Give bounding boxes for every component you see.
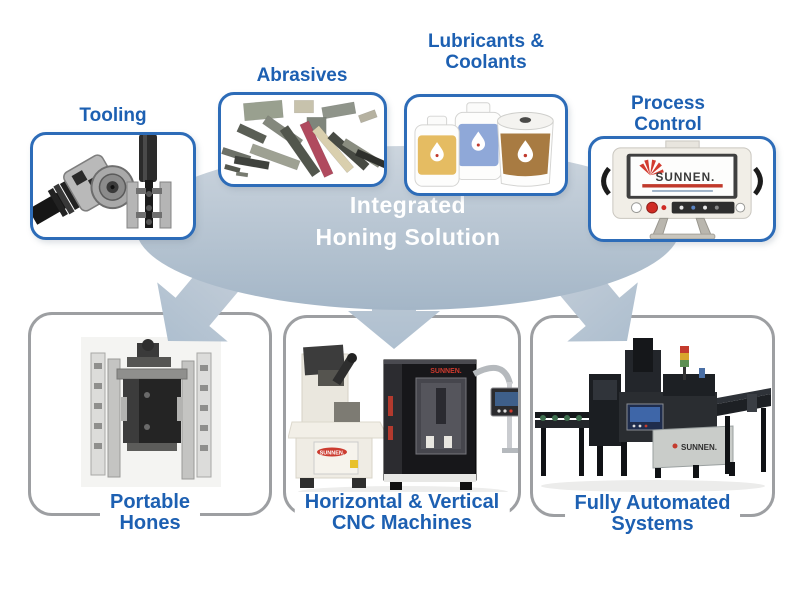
cnc-left-machine-logo: SUNNEN. (320, 451, 345, 457)
label-line: Coolants (445, 52, 527, 73)
label-line: Horizontal & Vertical (304, 491, 500, 513)
abrasives-box (218, 92, 387, 187)
fully-automated-box: SUNNEN. Fully Automated Systems (530, 315, 775, 535)
label-cnc-machines: Horizontal & Vertical CNC Machines (294, 491, 510, 534)
label-line: Process (631, 93, 705, 114)
label-line: Control (634, 114, 702, 135)
label-portable-hones: Portable Hones (99, 491, 201, 534)
cnc-right-machine-logo: SUNNEN. (430, 368, 462, 375)
label-line: Lubricants & (427, 31, 545, 52)
label-fully-automated: Fully Automated Systems (564, 492, 741, 535)
panel-screen-logo: SUNNEN. (656, 171, 716, 184)
portable-hones-image (81, 337, 221, 487)
cnc-machines-image: SUNNEN. SUNNEN. (288, 344, 518, 498)
label-line: Hones (119, 512, 181, 534)
process-control-image: SUNNEN. (601, 140, 763, 239)
portable-hones-box: Portable Hones (28, 312, 272, 534)
tooling-image (33, 135, 172, 229)
center-title-line2: Honing Solution (315, 224, 501, 250)
lubricants-coolants-image (414, 102, 554, 187)
label-abrasives: Abrasives (222, 65, 382, 86)
tooling-box (30, 132, 196, 240)
label-lubricants-coolants: Lubricants & Coolants (406, 31, 566, 73)
label-line: CNC Machines (331, 512, 473, 534)
abrasives-image (221, 99, 384, 178)
fully-automated-image: SUNNEN. (535, 338, 771, 492)
process-control-box: SUNNEN. (588, 136, 776, 242)
label-line: Systems (611, 513, 694, 535)
label-tooling: Tooling (33, 105, 193, 126)
label-line: Abrasives (256, 65, 348, 86)
lubricants-coolants-box (404, 94, 568, 196)
cnc-machines-box: SUNNEN. SUNNEN. (283, 315, 521, 534)
label-line: Portable (109, 491, 191, 513)
center-title: Integrated Honing Solution (258, 189, 558, 253)
automated-machine-logo: SUNNEN. (681, 443, 717, 452)
label-line: Tooling (79, 105, 147, 126)
label-process-control: Process Control (588, 93, 748, 135)
label-line: Fully Automated (574, 492, 731, 514)
